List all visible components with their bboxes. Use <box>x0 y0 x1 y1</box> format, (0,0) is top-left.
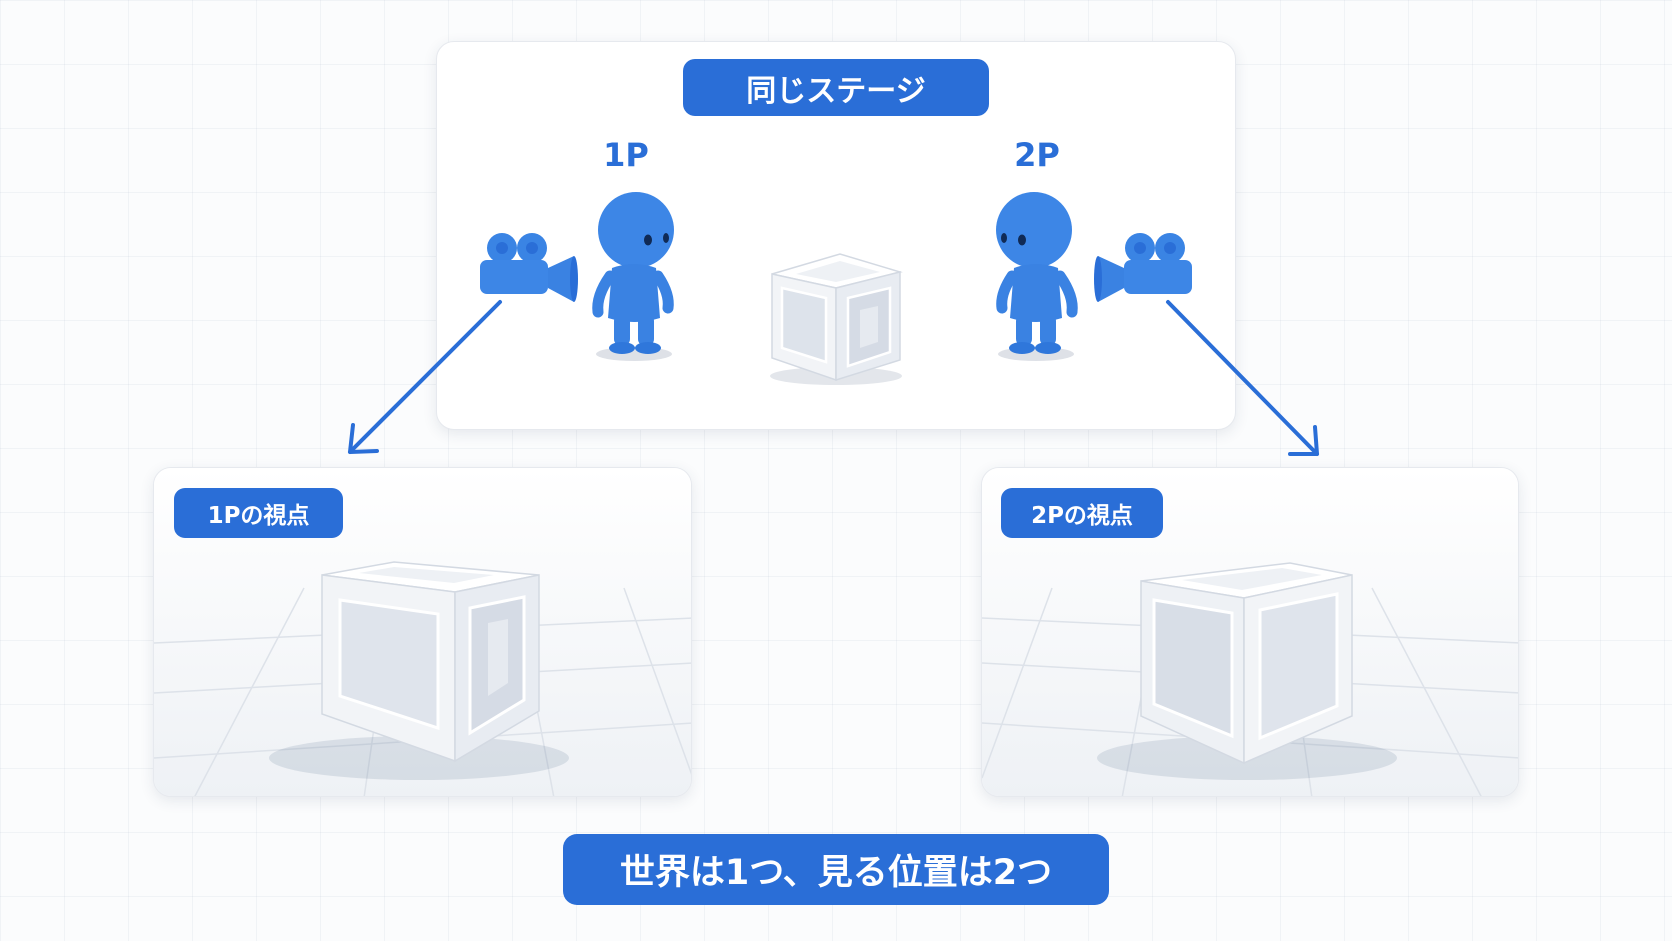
video-camera-icon <box>480 233 578 302</box>
stage-title: 同じステージ <box>683 59 989 116</box>
caption-banner: 世界は1つ、見る位置は2つ <box>563 834 1109 905</box>
crate-shadow <box>269 736 569 780</box>
player2-view-label: 2Pの視点 <box>1001 488 1163 538</box>
wooden-crate <box>770 253 903 385</box>
player1-label: 1P <box>603 136 649 174</box>
player2-label: 2P <box>1014 136 1060 174</box>
player1-character <box>592 192 674 361</box>
wooden-crate <box>321 561 540 763</box>
arrow-down-right <box>1166 300 1319 456</box>
video-camera-icon <box>1094 233 1192 302</box>
arrow-down-left <box>348 300 502 454</box>
player1-view-label: 1Pの視点 <box>174 488 343 538</box>
wooden-crate <box>1140 562 1353 765</box>
player2-character <box>996 192 1078 361</box>
